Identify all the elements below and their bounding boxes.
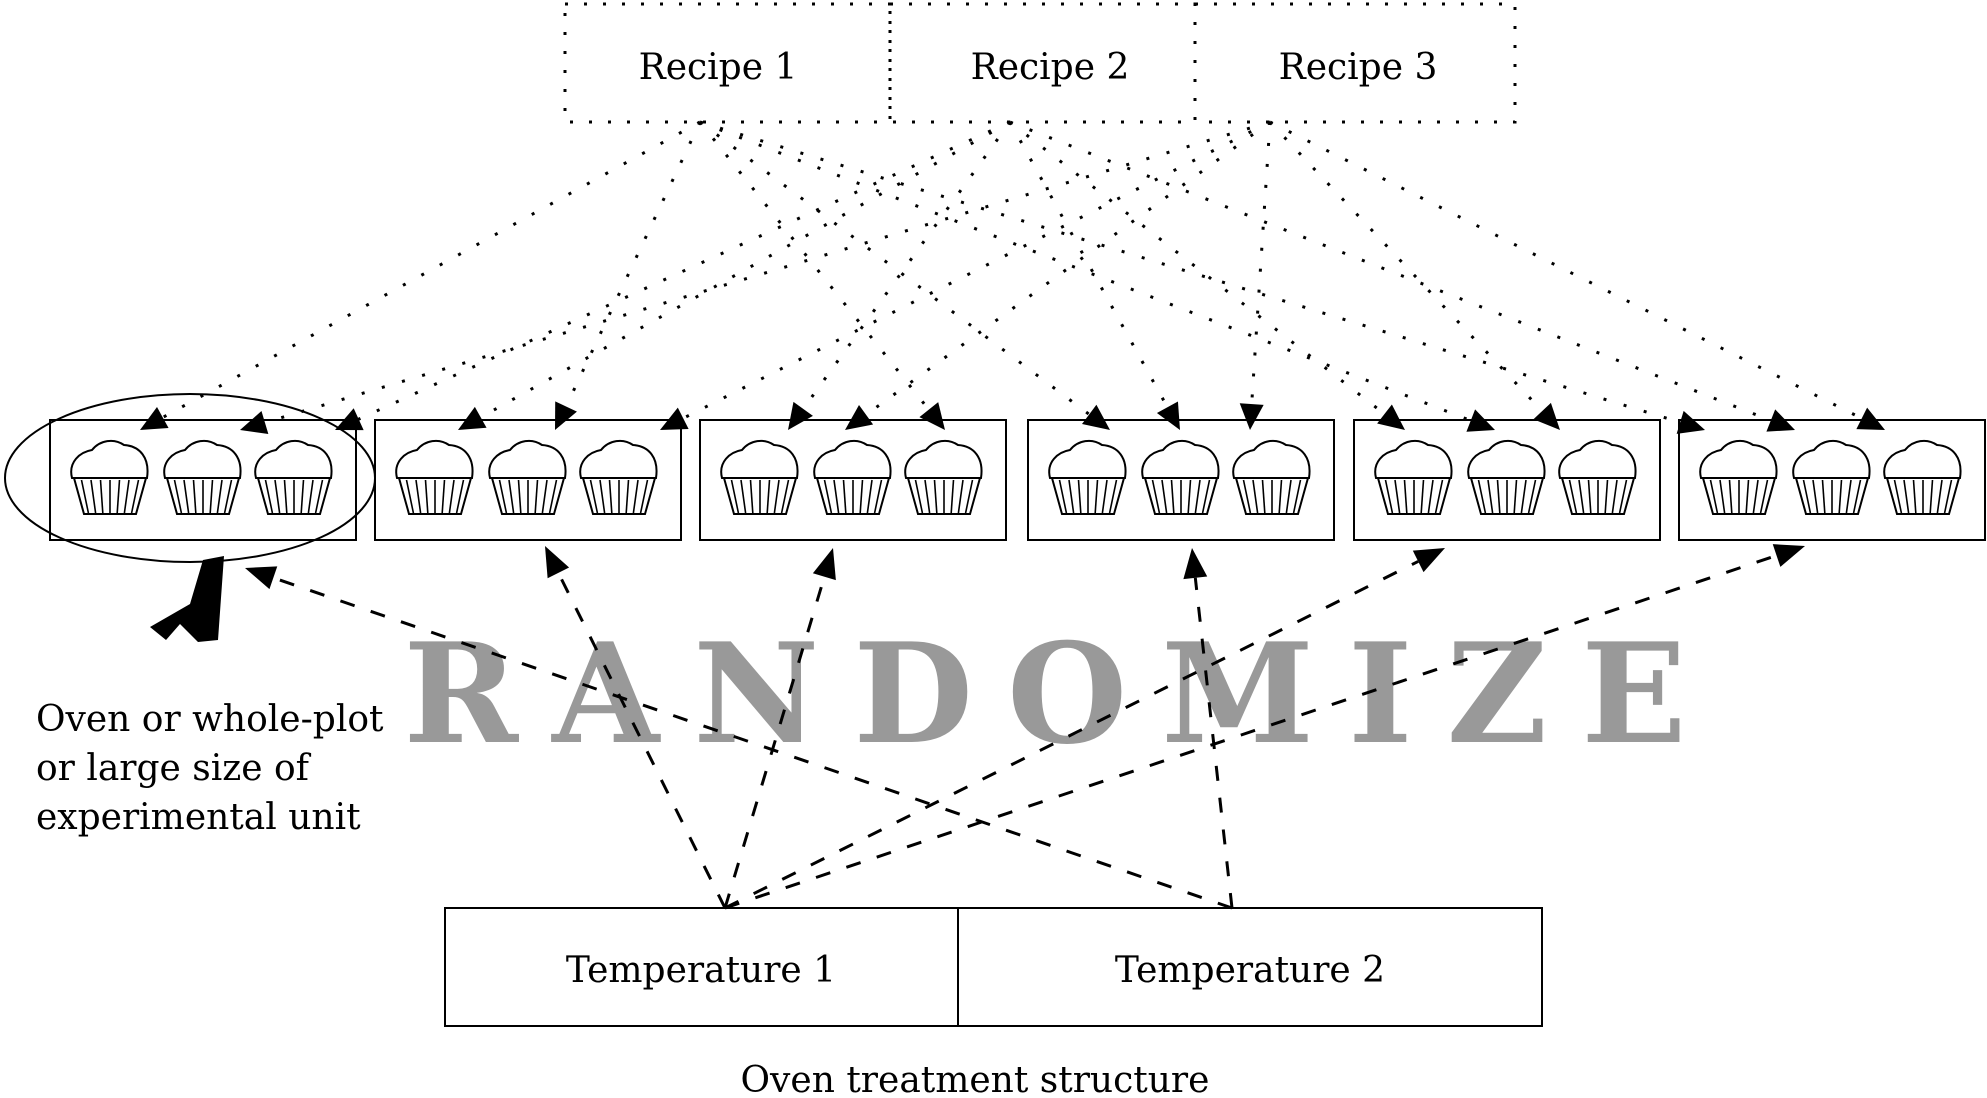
recipe-link [662, 120, 1271, 430]
temperature-arrowhead [1772, 544, 1805, 567]
muffin-icon [1792, 439, 1871, 515]
recipe-arrowhead [1082, 404, 1110, 430]
randomize-watermark: RANDOMIZE [403, 612, 1720, 775]
recipe-arrowhead [660, 407, 689, 430]
temperature-link [272, 576, 1233, 910]
muffin-icon [1467, 439, 1546, 515]
muffin-icon [1048, 439, 1127, 515]
oven-box-3 [699, 419, 1007, 541]
recipe-link [699, 120, 1108, 429]
recipe-link [142, 120, 701, 430]
oven-box-4 [1027, 419, 1335, 541]
oven-box-frame [1678, 419, 1986, 541]
recipe-link [1269, 120, 1883, 430]
muffin-icon [1141, 439, 1220, 515]
recipe-link [699, 120, 1492, 430]
oven-box-frame [699, 419, 1007, 541]
recipe-arrowhead [1856, 407, 1885, 430]
recipe-links [140, 120, 1885, 435]
caption: Oven treatment structure [741, 1060, 1210, 1098]
recipe-link [243, 120, 1271, 431]
temperature-label-2: Temperature 2 [1115, 950, 1385, 991]
oven-box-6 [1678, 419, 1986, 541]
muffin-icon [904, 439, 983, 515]
temperature-link [724, 560, 1419, 910]
temperature-links [245, 544, 1805, 910]
temperature-link [724, 554, 1778, 910]
recipe-arrowhead [1156, 401, 1180, 430]
muffin-icon [1374, 439, 1453, 515]
muffin-icon [813, 439, 892, 515]
oven-box-frame [49, 419, 357, 541]
recipe-label-3: Recipe 3 [1279, 47, 1438, 88]
muffin-icon [254, 439, 333, 515]
recipe-link [1009, 120, 1792, 430]
temperature-arrowhead [245, 566, 278, 590]
whole-plot-ellipse [4, 393, 376, 563]
muffin-icon [720, 439, 799, 515]
temperature-label-1: Temperature 1 [566, 950, 836, 991]
recipe-link [789, 121, 1012, 428]
temperature-arrowhead [1183, 548, 1208, 580]
temperature-arrowhead [812, 548, 836, 581]
recipe-arrowhead [1377, 404, 1405, 430]
recipe-arrowhead [1533, 402, 1560, 430]
recipe-label-1: Recipe 1 [639, 47, 798, 88]
recipe-arrowhead [919, 402, 945, 430]
recipe-link [847, 120, 1271, 429]
whole-plot-label-line-1: Oven or whole-plot [36, 699, 384, 740]
temperature-structure: Temperature 1 Temperature 2 [444, 907, 1543, 1027]
recipe-arrowhead [1676, 410, 1705, 434]
recipe-link [699, 120, 1702, 431]
recipe-label-2: Recipe 2 [971, 47, 1130, 88]
recipe-structure: Recipe 1 Recipe 2 Recipe 3 [563, 2, 1517, 124]
whole-plot-label-line-2: or large size of [36, 748, 312, 789]
temperature-arrowhead [1412, 548, 1445, 573]
recipe-arrowhead [140, 406, 169, 430]
muffin-icon [163, 439, 242, 515]
oven-box-frame [1353, 419, 1661, 541]
temperature-box-2 [957, 907, 1543, 1027]
recipe-arrowhead [845, 405, 874, 430]
temperature-link [723, 576, 826, 909]
recipe-arrowhead [1239, 403, 1264, 430]
recipe-link [338, 120, 1011, 430]
muffin-icon [70, 439, 149, 515]
oven-box-2 [374, 419, 682, 541]
oven-box-1 [49, 419, 357, 541]
whole-plot-label-line-3: experimental unit [36, 797, 361, 838]
recipe-arrowhead [458, 406, 487, 430]
temperature-link [1193, 577, 1234, 909]
oven-row [49, 419, 1986, 541]
muffin-icon [395, 439, 474, 515]
recipe-link [698, 121, 944, 428]
recipe-link [555, 121, 702, 428]
muffin-icon [1699, 439, 1778, 515]
temperature-arrowhead [545, 546, 570, 579]
recipe-arrowhead [555, 401, 577, 430]
recipe-box-3 [1193, 2, 1517, 124]
muffin-icon [1883, 439, 1962, 515]
recipe-link [1009, 120, 1403, 429]
muffin-icon [579, 439, 658, 515]
muffin-icon [488, 439, 567, 515]
muffin-icon [1558, 439, 1637, 515]
recipe-link [1248, 121, 1272, 427]
recipe-link [1268, 120, 1559, 429]
oven-box-5 [1353, 419, 1661, 541]
recipe-link [460, 120, 1011, 430]
muffin-icon [1232, 439, 1311, 515]
oven-box-frame [1027, 419, 1335, 541]
whole-plot-arrow [150, 556, 224, 642]
recipe-arrowhead [240, 411, 269, 435]
recipe-arrowhead [788, 401, 813, 430]
